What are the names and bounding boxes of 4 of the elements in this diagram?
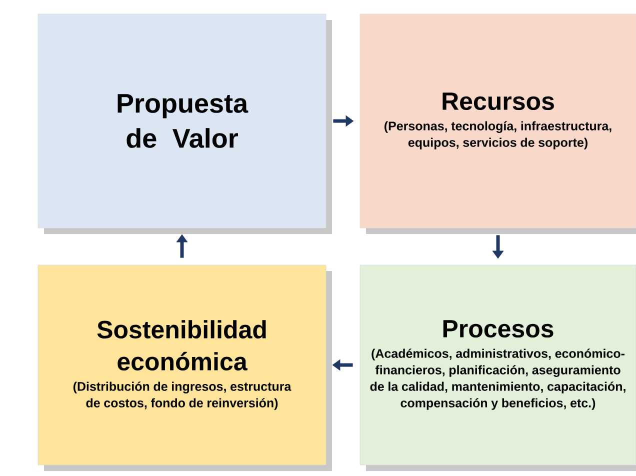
process-box: Sostenibilidad económica (Distribución de ingresos, estructura de costos, fondo de reinversión) [38, 264, 332, 471]
process-box: Procesos (Académicos, administrativos, económico-financieros, planificación, aseguramiento de la calidad, mantenimiento, capacitación, compensación y beneficios, etc.) [360, 264, 636, 471]
process-box: Propuesta de Valor [38, 14, 332, 234]
process-box: Recursos (Personas, tecnología, infraestructura, equipos, servicios de soporte) [360, 14, 636, 234]
